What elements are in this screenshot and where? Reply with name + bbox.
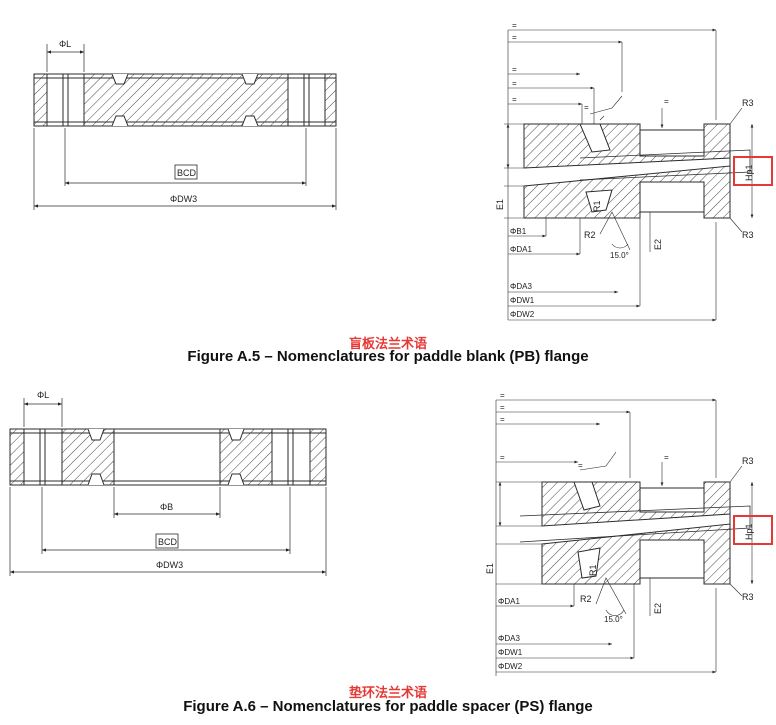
ps-da1-label: ΦDA1 [498,597,520,606]
ps-eq-4: = [500,453,505,462]
ps-dw3-label: ΦDW3 [156,560,183,570]
pb-eq-6: = [584,103,589,112]
ps-eq-1: = [500,391,505,400]
ps-dw2-label: ΦDW2 [498,662,523,671]
ps-hp1-label: Hp1 [744,523,754,540]
pb-e2-label: E2 [653,239,663,250]
pb-flange-section-view [504,28,754,322]
figure-a6-caption-cn: 垫环法兰术语 [348,686,427,701]
ps-angle-label: 15.0° [604,615,623,624]
pb-section-labels: = = = = = = = R3 R3 Hp1 E1 R1 R2 E2 15.0… [495,21,754,319]
pb-eq-7: = [664,97,669,106]
ps-dw1-label: ΦDW1 [498,648,523,657]
ps-eq-6: = [664,453,669,462]
pb-dw2-label: ΦDW2 [510,310,535,319]
ps-r2-label: R2 [580,594,592,604]
pb-eq-4: = [512,79,517,88]
ps-e1-label: E1 [485,563,495,574]
pb-phiL-label: ΦL [59,39,71,49]
ps-e2-label: E2 [653,603,663,614]
pb-r1-label: R1 [592,200,602,212]
pb-angle-label: 15.0° [610,251,629,260]
ps-flange-section-view [495,398,754,676]
pb-dw1-label: ΦDW1 [510,296,535,305]
ps-r3-bottom: R3 [742,592,754,602]
pb-eq-2: = [512,33,517,42]
ps-r1-label: R1 [588,564,598,576]
figure-a5-caption-cn: 盲板法兰术语 [348,337,427,352]
pb-eq-3: = [512,65,517,74]
ps-phiL-label: ΦL [37,390,49,400]
ps-eq-3: = [500,415,505,424]
pb-da1-label: ΦDA1 [510,245,532,254]
pb-flange-side-view [33,44,337,210]
ps-flange-side-view [9,398,327,576]
ps-r3-top: R3 [742,456,754,466]
ps-side-labels: ΦL ΦB BCD ΦDW3 [37,390,183,570]
pb-hp1-label: Hp1 [744,164,754,181]
pb-da3-label: ΦDA3 [510,282,532,291]
ps-phiB-label: ΦB [160,502,173,512]
pb-side-labels: ΦL BCD ΦDW3 [59,39,197,204]
pb-r3-top: R3 [742,98,754,108]
figure-a5-caption: Figure A.5 – Nomenclatures for paddle bl… [187,348,589,365]
pb-r2-label: R2 [584,230,596,240]
ps-da3-label: ΦDA3 [498,634,520,643]
pb-hp1-highlight-box [733,156,773,186]
ps-section-labels: = = = = = = R3 R3 Hp1 E1 R1 R2 E2 15.0° … [485,391,754,671]
ps-eq-2: = [500,403,505,412]
pb-bcd-label: BCD [177,168,197,178]
figure-a6-caption: Figure A.6 – Nomenclatures for paddle sp… [183,698,593,715]
pb-eq-1: = [512,21,517,30]
pb-b1-label: ΦB1 [510,227,527,236]
pb-dw3-label: ΦDW3 [170,194,197,204]
ps-eq-5: = [578,461,583,470]
ps-hp1-highlight-box [733,515,773,545]
pb-e1-label: E1 [495,199,505,210]
pb-r3-bottom: R3 [742,230,754,240]
ps-bcd-label: BCD [158,537,178,547]
pb-eq-5: = [512,95,517,104]
